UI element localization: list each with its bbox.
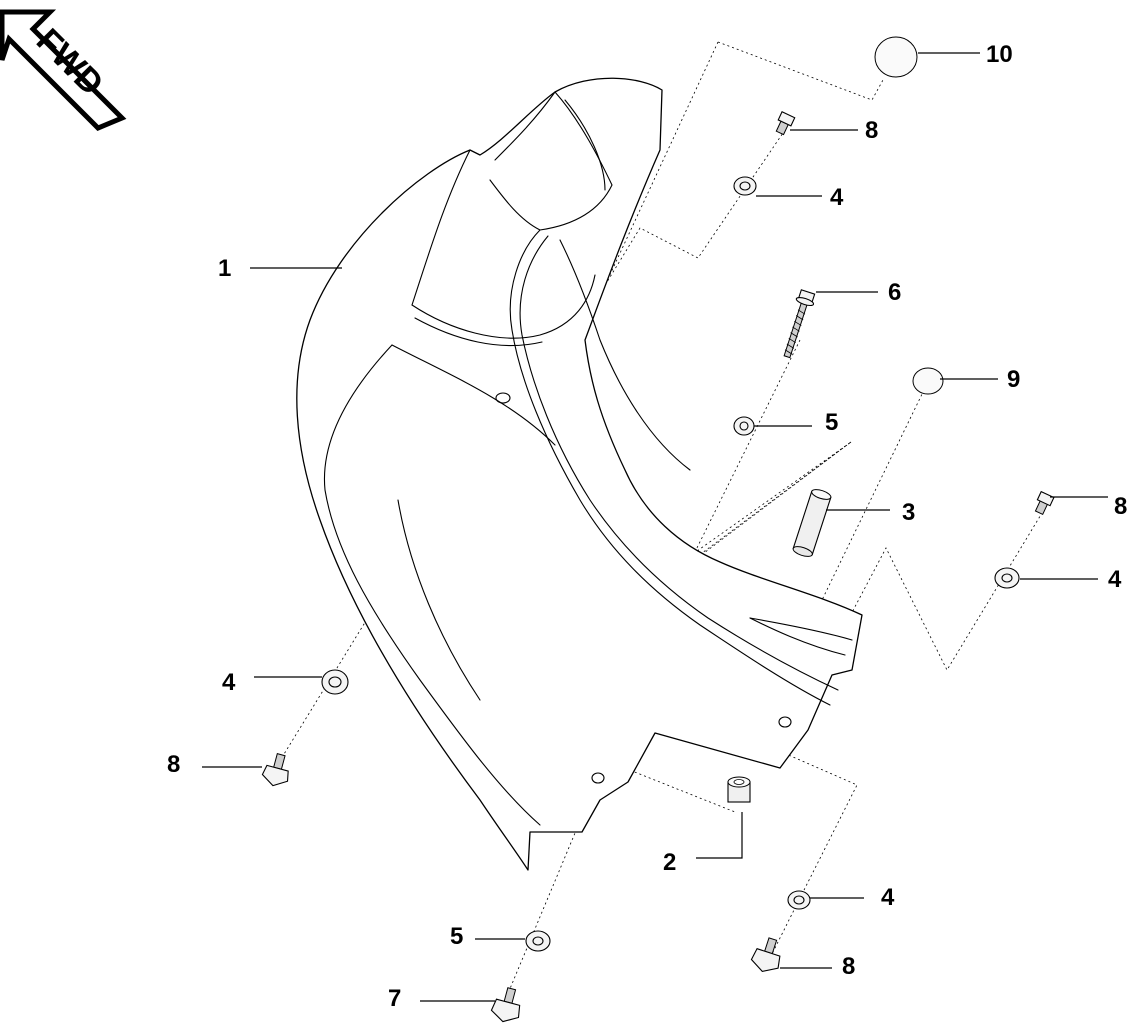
callout-label: 4 — [1108, 566, 1122, 593]
callout-label: 6 — [888, 279, 901, 306]
callout-label: 8 — [1114, 493, 1127, 520]
washer-4-right — [994, 567, 1020, 589]
leader-lines — [202, 52, 1108, 1002]
nut-2 — [727, 776, 751, 803]
callout-label: 10 — [986, 41, 1013, 68]
callout-label: 5 — [825, 409, 838, 436]
callout-label: 8 — [167, 751, 180, 778]
plug-9 — [912, 367, 944, 395]
callout-label: 4 — [222, 669, 236, 696]
screw-8-right — [1034, 490, 1055, 516]
washer-4-bottom — [787, 890, 811, 910]
callout-label: 9 — [1007, 366, 1020, 393]
spacer-3 — [792, 489, 832, 557]
screw-8-left — [261, 753, 289, 787]
plug-10 — [874, 36, 918, 78]
callout-label: 2 — [663, 849, 676, 876]
washer-4-top — [733, 176, 757, 196]
callout-labels: 1 10 8 4 6 9 5 3 8 4 4 8 2 4 8 5 7 — [167, 41, 1127, 1012]
screw-8-bottom — [750, 937, 781, 973]
callout-label: 8 — [865, 117, 878, 144]
main-cover-part — [296, 77, 863, 871]
callout-label: 3 — [902, 499, 915, 526]
callout-label: 1 — [218, 255, 231, 282]
callout-label: 4 — [881, 884, 895, 911]
callout-label: 7 — [388, 985, 401, 1012]
washer-5-top — [733, 416, 755, 436]
fwd-arrow-icon: FWD — [0, 9, 127, 131]
screw-7 — [490, 987, 521, 1023]
callout-label: 8 — [842, 953, 855, 980]
callout-label: 4 — [830, 184, 844, 211]
washer-4-left — [321, 669, 349, 695]
callout-label: 5 — [450, 923, 463, 950]
screw-8-top — [775, 111, 796, 136]
bolt-6 — [783, 289, 816, 359]
washer-5-bottom — [525, 930, 551, 952]
